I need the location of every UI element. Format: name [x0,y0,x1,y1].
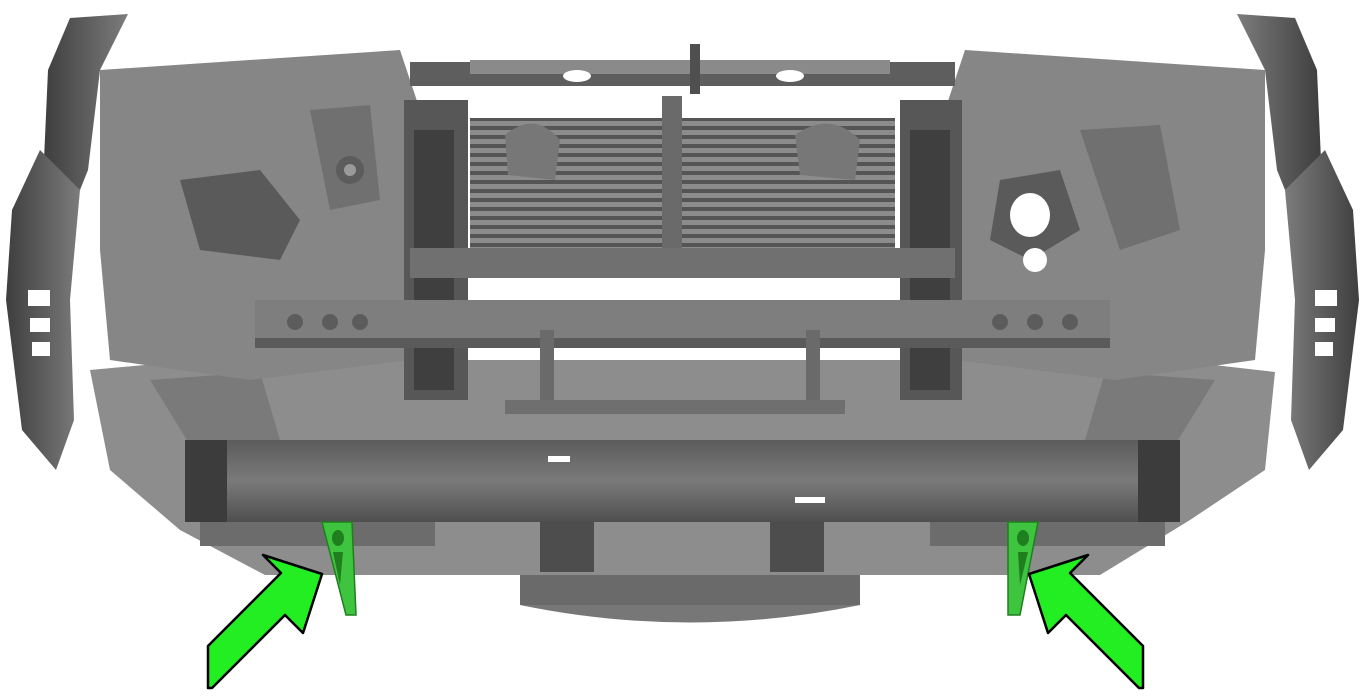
radiator-core [470,96,895,256]
left-headlamp-frame [100,50,420,380]
arrow-up-left-icon [1027,553,1145,690]
lower-radiator-support [255,248,1110,414]
left-bumper-cover [6,14,128,470]
left-arrow [206,553,324,690]
upper-tie-bar [410,44,955,94]
right-arrow [1027,553,1145,690]
right-bumper-bracket [1007,521,1039,616]
bumper-reinforcement-beam [185,440,1180,546]
arrow-up-right-icon [206,553,324,690]
right-headlamp-frame [945,50,1265,380]
left-bumper-bracket [321,521,357,616]
right-bumper-cover [1237,14,1359,470]
lower-center-brackets [520,522,860,623]
